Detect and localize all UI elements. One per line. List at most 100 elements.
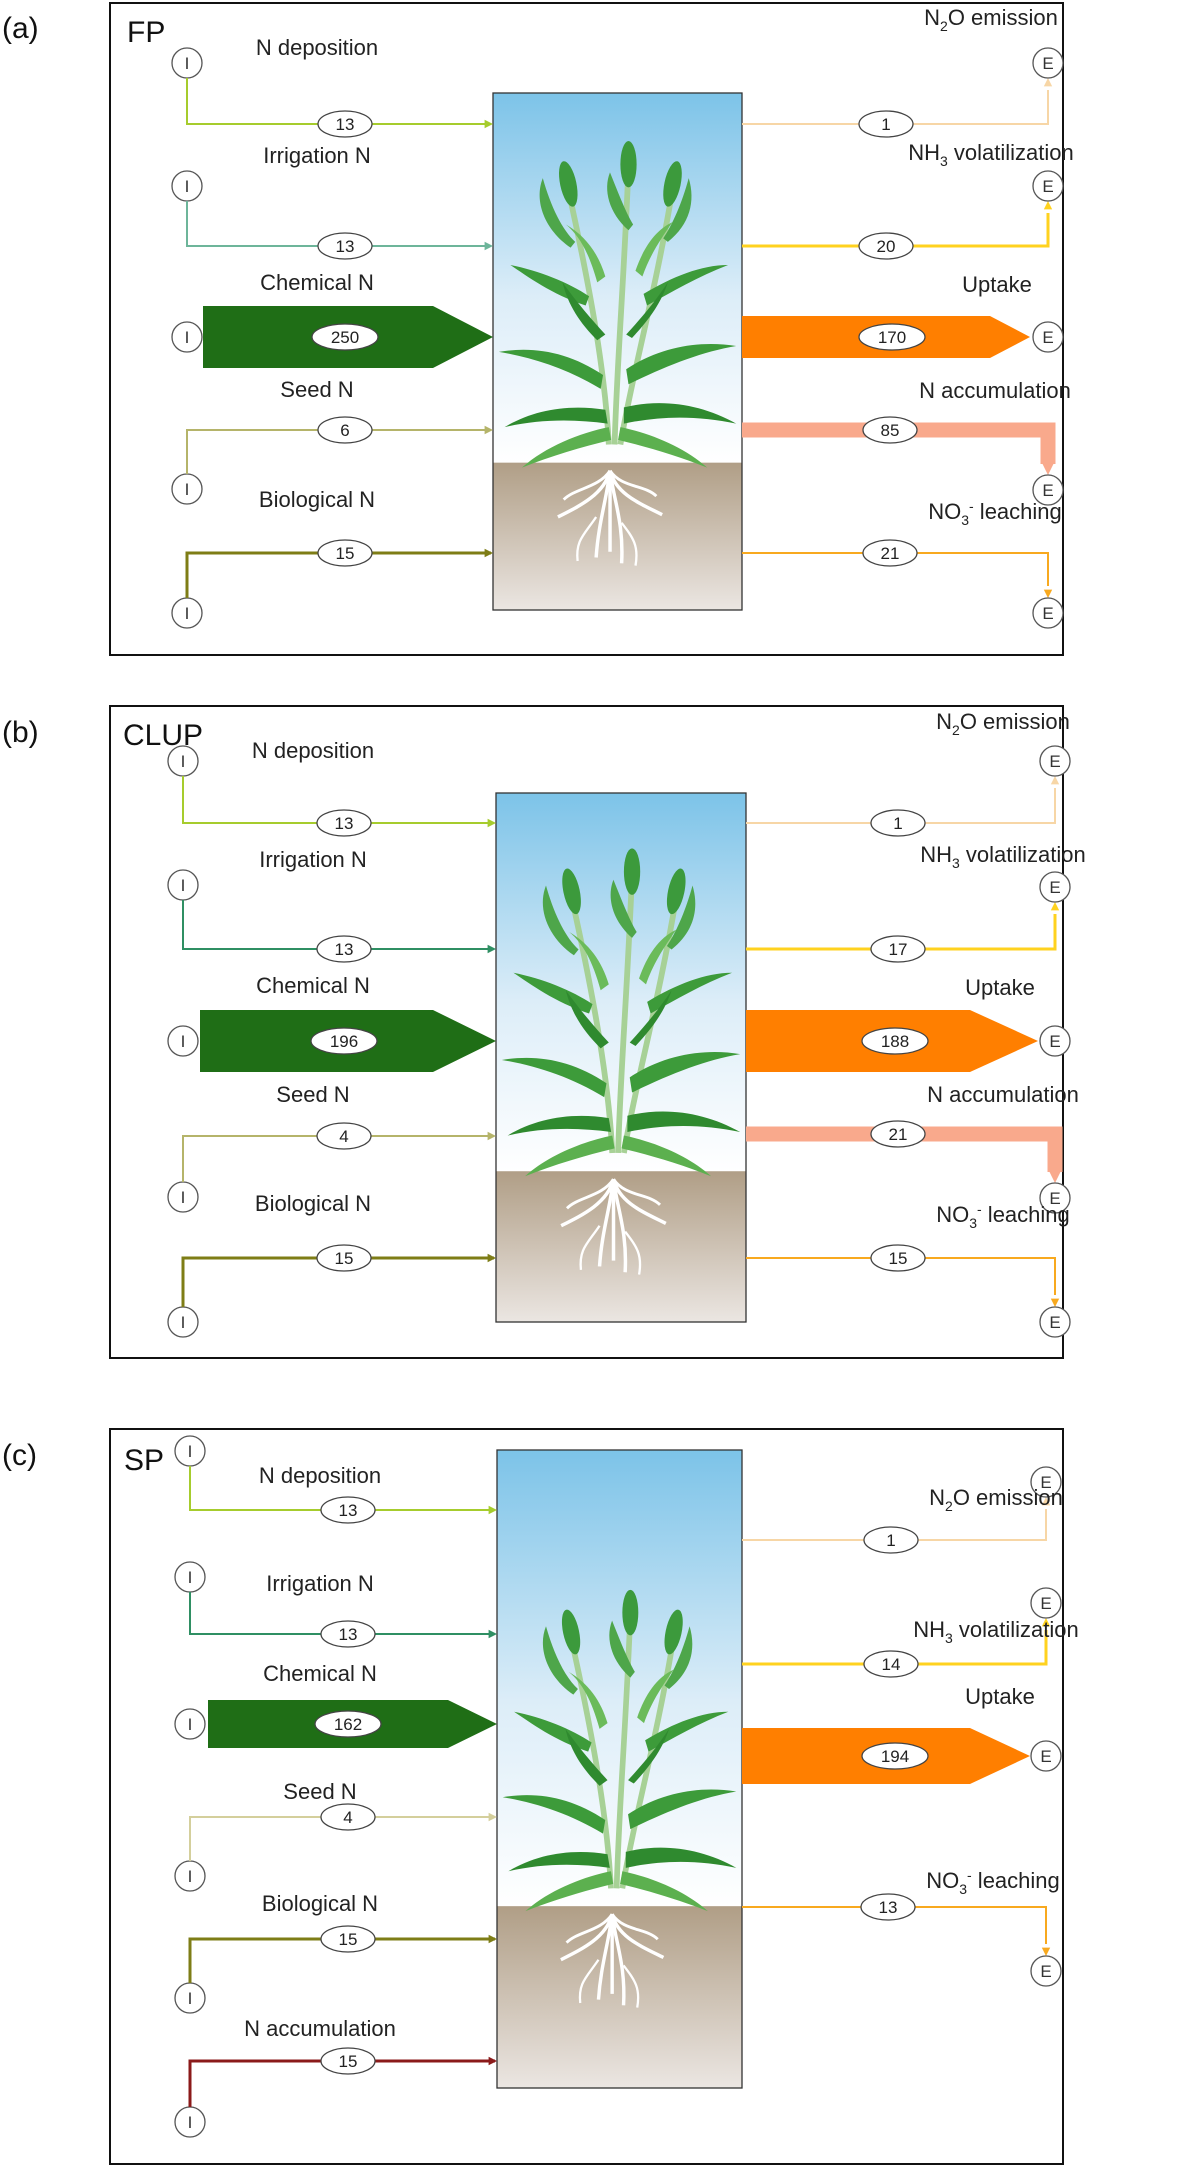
- output-uptake-node-label: E: [1042, 328, 1053, 347]
- arrowhead: [1043, 78, 1053, 87]
- input-biological-n-pill-value: 15: [335, 1249, 354, 1268]
- input-irrigation-n-pill: 13: [317, 232, 373, 260]
- input-n-deposition-label: N deposition: [252, 738, 374, 763]
- arrowhead: [1043, 589, 1053, 598]
- input-n-deposition-flow: [182, 776, 494, 824]
- input-irrigation-n-node: I: [171, 170, 203, 202]
- input-biological-n-node-label: I: [188, 1989, 193, 2008]
- output-no3-leaching-label: NO3- leaching: [928, 498, 1062, 528]
- output-n2o-emission-pill: 1: [863, 1526, 919, 1554]
- input-n-deposition-pill: 13: [316, 809, 372, 837]
- panel-letter: (c): [2, 1439, 37, 1472]
- output-nh3-volatilization-flow: [746, 914, 1057, 951]
- input-n-accumulation-pill-value: 15: [339, 2052, 358, 2071]
- crop-soil-column: [496, 1449, 743, 2089]
- output-n-accumulation-flow: [746, 1126, 1063, 1172]
- output-n-accumulation-node-label: E: [1042, 481, 1053, 500]
- arrowhead: [487, 818, 496, 828]
- input-biological-n-node: I: [167, 1306, 199, 1338]
- input-n-deposition-label: N deposition: [259, 1463, 381, 1488]
- output-n2o-emission-pill-value: 1: [881, 115, 890, 134]
- output-uptake-node-label: E: [1040, 1747, 1051, 1766]
- output-no3-leaching-pill-value: 21: [881, 544, 900, 563]
- input-n-deposition-flow: [186, 78, 491, 125]
- output-n2o-emission-node-label: E: [1049, 752, 1060, 771]
- input-n-deposition-node: I: [171, 47, 203, 79]
- input-biological-n-flow: [181, 1256, 494, 1307]
- output-no3-leaching-node-label: E: [1049, 1313, 1060, 1332]
- output-no3-leaching-flow: [742, 552, 1049, 586]
- input-seed-n-node: I: [167, 1181, 199, 1213]
- input-chemical-n-node: I: [171, 321, 203, 353]
- output-nh3-volatilization-pill-value: 17: [889, 940, 908, 959]
- output-n2o-emission-pill: 1: [858, 110, 914, 138]
- input-irrigation-n-pill-value: 13: [339, 1625, 358, 1644]
- input-n-deposition-node-label: I: [181, 752, 186, 771]
- arrowhead: [488, 1505, 497, 1515]
- output-uptake-node: E: [1032, 321, 1064, 353]
- arrowhead: [488, 2056, 497, 2066]
- output-no3-leaching-label: NO3- leaching: [936, 1201, 1070, 1231]
- input-biological-n-pill: 15: [316, 1244, 372, 1272]
- output-n2o-emission-node: E: [1030, 1466, 1062, 1498]
- output-uptake-pill-value: 194: [881, 1747, 909, 1766]
- input-biological-n-node-label: I: [185, 604, 190, 623]
- output-no3-leaching-node: E: [1030, 1955, 1062, 1987]
- panel-letter: (a): [2, 12, 39, 45]
- output-n2o-emission-flow: [746, 788, 1056, 824]
- input-seed-n-node: I: [171, 473, 203, 505]
- input-irrigation-n-pill: 13: [316, 935, 372, 963]
- arrowhead: [1041, 1947, 1051, 1956]
- scenario-label: FP: [127, 16, 165, 49]
- output-nh3-volatilization-pill: 14: [863, 1650, 919, 1678]
- output-n2o-emission-flow: [742, 1509, 1047, 1541]
- output-no3-leaching-pill: 15: [870, 1244, 926, 1272]
- input-irrigation-n-flow: [189, 1592, 495, 1635]
- input-irrigation-n-node-label: I: [181, 876, 186, 895]
- output-n2o-emission-label: N2O emission: [924, 5, 1058, 34]
- output-nh3-volatilization-flow: [742, 213, 1050, 248]
- arrowhead: [1041, 1497, 1051, 1506]
- output-no3-leaching-flow: [742, 1906, 1047, 1944]
- input-seed-n-node: I: [174, 1860, 206, 1892]
- input-seed-n-label: Seed N: [280, 377, 353, 402]
- input-biological-n-node: I: [174, 1982, 206, 2014]
- arrowhead: [488, 1812, 497, 1822]
- output-nh3-volatilization-node: E: [1032, 170, 1064, 202]
- input-irrigation-n-pill-value: 13: [336, 237, 355, 256]
- output-nh3-volatilization-pill-value: 14: [882, 1655, 901, 1674]
- arrowhead: [1050, 776, 1060, 785]
- input-chemical-n-node-label: I: [185, 328, 190, 347]
- input-biological-n-pill: 15: [317, 539, 373, 567]
- input-chemical-n-label: Chemical N: [263, 1661, 377, 1686]
- input-biological-n-flow: [185, 551, 491, 598]
- panel-c: [109, 1428, 1064, 2165]
- scenario-label: CLUP: [123, 719, 203, 752]
- input-seed-n-node-label: I: [181, 1188, 186, 1207]
- arrowhead: [484, 119, 493, 129]
- output-no3-leaching-flow: [746, 1257, 1056, 1295]
- input-n-deposition-node-label: I: [188, 1442, 193, 1461]
- input-seed-n-pill-value: 6: [340, 421, 349, 440]
- input-biological-n-label: Biological N: [262, 1891, 378, 1916]
- output-n2o-emission-flow: [742, 90, 1049, 125]
- output-no3-leaching-node-label: E: [1042, 604, 1053, 623]
- input-chemical-n-node: I: [167, 1025, 199, 1057]
- output-n2o-emission-node-label: E: [1040, 1473, 1051, 1492]
- output-nh3-volatilization-node: E: [1039, 871, 1071, 903]
- output-uptake-node-label: E: [1049, 1032, 1060, 1051]
- input-biological-n-pill: 15: [320, 1925, 376, 1953]
- input-chemical-n-pill: 250: [311, 323, 379, 351]
- output-no3-leaching-pill-value: 13: [879, 1898, 898, 1917]
- output-n2o-emission-pill-value: 1: [893, 814, 902, 833]
- output-no3-leaching-pill: 13: [860, 1893, 916, 1921]
- output-uptake-node: E: [1030, 1740, 1062, 1772]
- output-n2o-emission-label: N2O emission: [936, 709, 1070, 738]
- output-uptake-pill: 170: [858, 323, 926, 351]
- arrowhead: [1050, 1298, 1060, 1307]
- output-uptake-label: Uptake: [965, 975, 1035, 1000]
- input-biological-n-pill-value: 15: [336, 544, 355, 563]
- input-seed-n-label: Seed N: [276, 1082, 349, 1107]
- output-uptake-label: Uptake: [962, 272, 1032, 297]
